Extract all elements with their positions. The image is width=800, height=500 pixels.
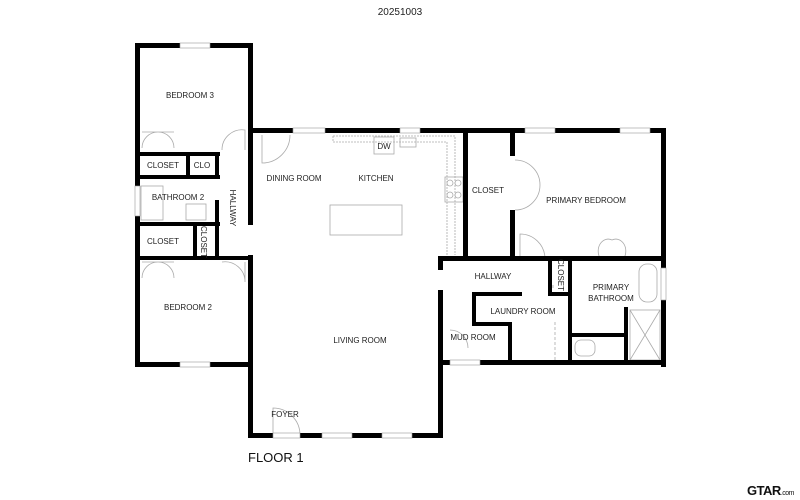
- logo-suffix: .com: [780, 490, 795, 497]
- label-closet-b2: CLOSET: [147, 237, 179, 246]
- label-primary-bathroom-1: PRIMARY: [593, 283, 630, 292]
- room-labels: BEDROOM 3 CLOSET CLO BATHROOM 2 HALLWAY …: [147, 91, 634, 419]
- logo-main: GTAR: [746, 483, 781, 498]
- dishwasher: [373, 136, 395, 155]
- label-closet-primary: CLOSET: [472, 186, 504, 195]
- label-primary-bathroom-2: BATHROOM: [588, 294, 634, 303]
- label-hallway-left: HALLWAY: [228, 190, 237, 227]
- label-bedroom-2: BEDROOM 2: [164, 303, 213, 312]
- label-closet-small: CLOSET: [556, 259, 565, 291]
- label-closet-vertical: CLOSET: [199, 226, 208, 258]
- thin-fixtures: [140, 129, 661, 436]
- walls: [135, 43, 666, 438]
- gtar-logo: GTAR.com: [746, 483, 795, 498]
- label-hallway-right: HALLWAY: [475, 272, 512, 281]
- vanity: [185, 203, 207, 221]
- label-dw: DW: [377, 142, 391, 151]
- bathtub: [140, 185, 164, 221]
- label-laundry-room: LAUNDRY ROOM: [490, 307, 555, 316]
- label-foyer: FOYER: [271, 410, 299, 419]
- label-living-room: LIVING ROOM: [333, 336, 387, 345]
- windows: [134, 42, 667, 439]
- toilet: [574, 339, 596, 357]
- floor-label: FLOOR 1: [248, 450, 304, 465]
- plan-date-title: 20251003: [377, 7, 423, 18]
- label-kitchen: KITCHEN: [358, 174, 393, 183]
- label-clo: CLO: [194, 161, 210, 170]
- label-mud-room: MUD ROOM: [450, 333, 496, 342]
- label-bedroom-3: BEDROOM 3: [166, 91, 215, 100]
- label-dining-room: DINING ROOM: [266, 174, 321, 183]
- sink: [399, 137, 417, 148]
- tub: [638, 263, 658, 303]
- label-primary-bedroom: PRIMARY BEDROOM: [546, 196, 626, 205]
- label-bathroom-2: BATHROOM 2: [152, 193, 205, 202]
- kitchen-island: [329, 204, 403, 236]
- label-closet: CLOSET: [147, 161, 179, 170]
